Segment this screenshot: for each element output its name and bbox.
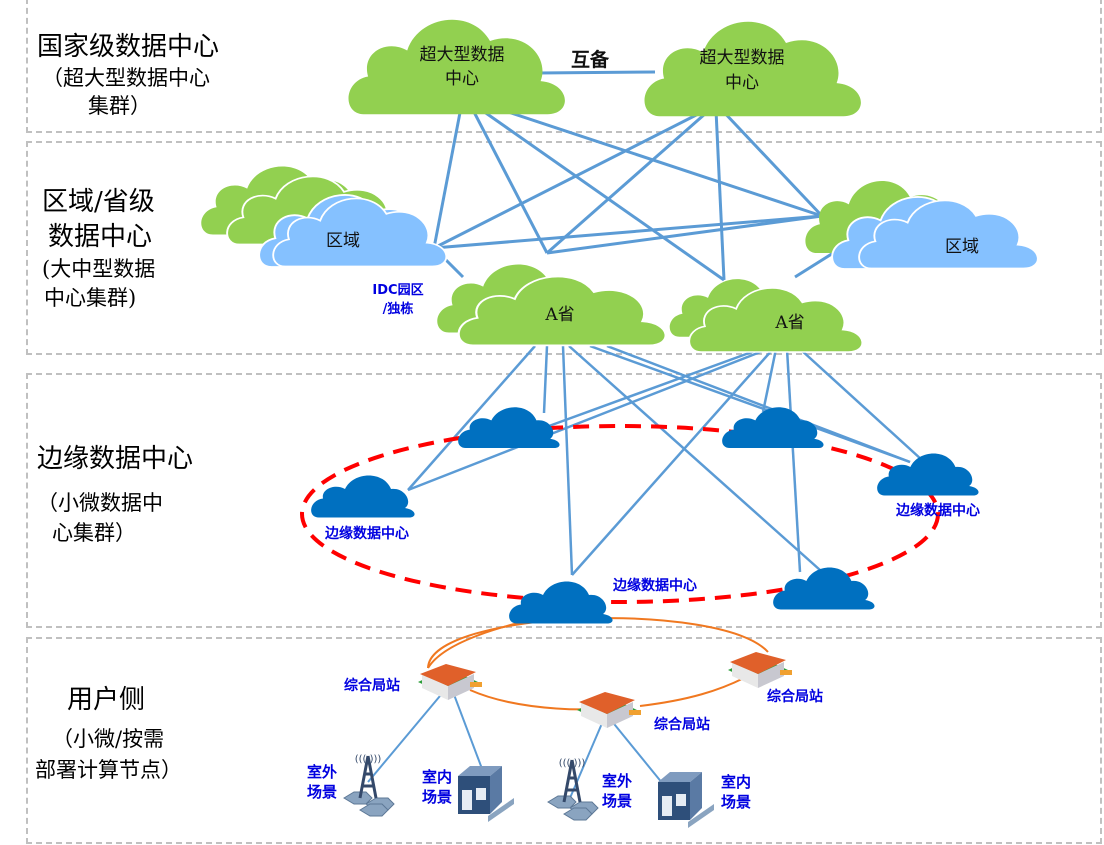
edge-ring (300, 424, 940, 604)
cell-tower-icon: ((( ))) (547, 758, 599, 821)
link (449, 683, 485, 775)
tier-edge-subtitle-1: （小微数据中 (37, 491, 163, 515)
link (462, 95, 823, 218)
edge-cloud-bottom-right (773, 567, 875, 610)
link (785, 348, 802, 573)
edge-label-bottom: 边缘数据中心 (612, 577, 697, 594)
national-links (432, 95, 839, 309)
link (407, 345, 536, 491)
cloud-province-left-label: A省 (544, 305, 574, 325)
link (794, 248, 839, 279)
edge-cloud-top-left (458, 407, 560, 448)
cloud-hyperscale-left-label-1: 超大型数据 (420, 45, 505, 65)
link (546, 104, 715, 255)
indoor-label-2a: 室内 (721, 773, 751, 791)
link (568, 345, 821, 571)
link (561, 345, 574, 576)
link (433, 214, 823, 250)
svg-text:((( ))): ((( ))) (355, 754, 382, 765)
indoor-building-icon (658, 772, 714, 828)
link (718, 106, 824, 218)
link (433, 104, 715, 250)
link (714, 109, 726, 281)
link (542, 345, 549, 414)
cloud-hyperscale-left: 超大型数据 中心 (348, 19, 565, 115)
station-label-1: 综合局站 (344, 677, 400, 694)
tier-edge-title: 边缘数据中心 (37, 444, 194, 474)
station-label-3: 综合局站 (767, 688, 823, 705)
link (761, 348, 778, 413)
link (432, 96, 465, 249)
cloud-region-left: 区域 (201, 166, 448, 268)
link (799, 348, 923, 461)
cloud-region-right-label: 区域 (945, 237, 979, 257)
cloud-hyperscale-right: 超大型数据 中心 (644, 21, 861, 117)
cloud-province-right-label: A省 (774, 313, 804, 333)
link (548, 347, 761, 428)
tier-regional-subtitle-2: 中心集群) (44, 286, 137, 310)
backup-link (537, 70, 656, 75)
edge-label-left: 边缘数据中心 (324, 525, 409, 542)
cloud-province-right: A省 (669, 279, 864, 353)
tier-regional-title-2: 数据中心 (48, 222, 153, 252)
outdoor-label-2a: 室外 (602, 772, 632, 790)
indoor-label-1b: 场景 (422, 788, 452, 806)
link (462, 95, 725, 282)
outdoor-label-1b: 场景 (307, 783, 337, 801)
station-label-2: 综合局站 (654, 716, 710, 733)
cell-tower-icon: ((( ))) (343, 754, 395, 817)
indoor-label-2b: 场景 (721, 793, 751, 811)
cloud-hyperscale-right-label-1: 超大型数据 (700, 48, 785, 68)
backup-link-label: 互备 (571, 48, 610, 71)
tier-national-subtitle-1: （超大型数据中心 (42, 66, 210, 90)
cloud-hyperscale-left-label-2: 中心 (445, 69, 479, 89)
idc-label-2: /独栋 (383, 301, 414, 317)
idc-label-1: IDC园区 (372, 283, 423, 298)
tier-national-subtitle-2: 集群） (88, 94, 151, 118)
link (546, 214, 823, 255)
edge-label-right: 边缘数据中心 (895, 502, 980, 519)
cloud-region-right: 区域 (805, 180, 1039, 270)
link (407, 347, 769, 492)
link (367, 683, 451, 783)
tier-regional-subtitle-1: (大中型数据 (42, 257, 156, 281)
link (571, 348, 774, 576)
edge-cloud-bottom (509, 581, 613, 624)
tier-user-subtitle-2: 部署计算节点） (35, 758, 182, 782)
indoor-building-icon (458, 766, 514, 822)
cloud-region-left-label: 区域 (326, 231, 360, 251)
station-icon (577, 692, 641, 728)
edge-cloud-right (877, 453, 979, 496)
tier-national-title: 国家级数据中心 (37, 32, 220, 62)
indoor-label-1a: 室内 (422, 768, 452, 786)
svg-text:((( ))): ((( ))) (559, 758, 586, 769)
cloud-hyperscale-right-label-2: 中心 (725, 73, 759, 93)
outdoor-label-1a: 室外 (307, 763, 337, 781)
link (471, 109, 549, 254)
provincial-edge-links (407, 344, 923, 576)
tier-user-title: 用户侧 (67, 685, 146, 715)
station-icon (728, 652, 792, 688)
tier-edge-subtitle-2: 心集群） (52, 521, 136, 545)
tier-regional-title-1: 区域/省级 (42, 187, 155, 217)
station-icon (418, 664, 482, 700)
cloud-province-left: A省 (437, 264, 667, 347)
outdoor-label-2b: 场景 (602, 792, 632, 810)
tier-user (26, 637, 1102, 844)
tier-user-subtitle-1: （小微/按需 (52, 727, 165, 751)
edge-cloud-top-right (722, 407, 824, 448)
link (606, 344, 911, 464)
